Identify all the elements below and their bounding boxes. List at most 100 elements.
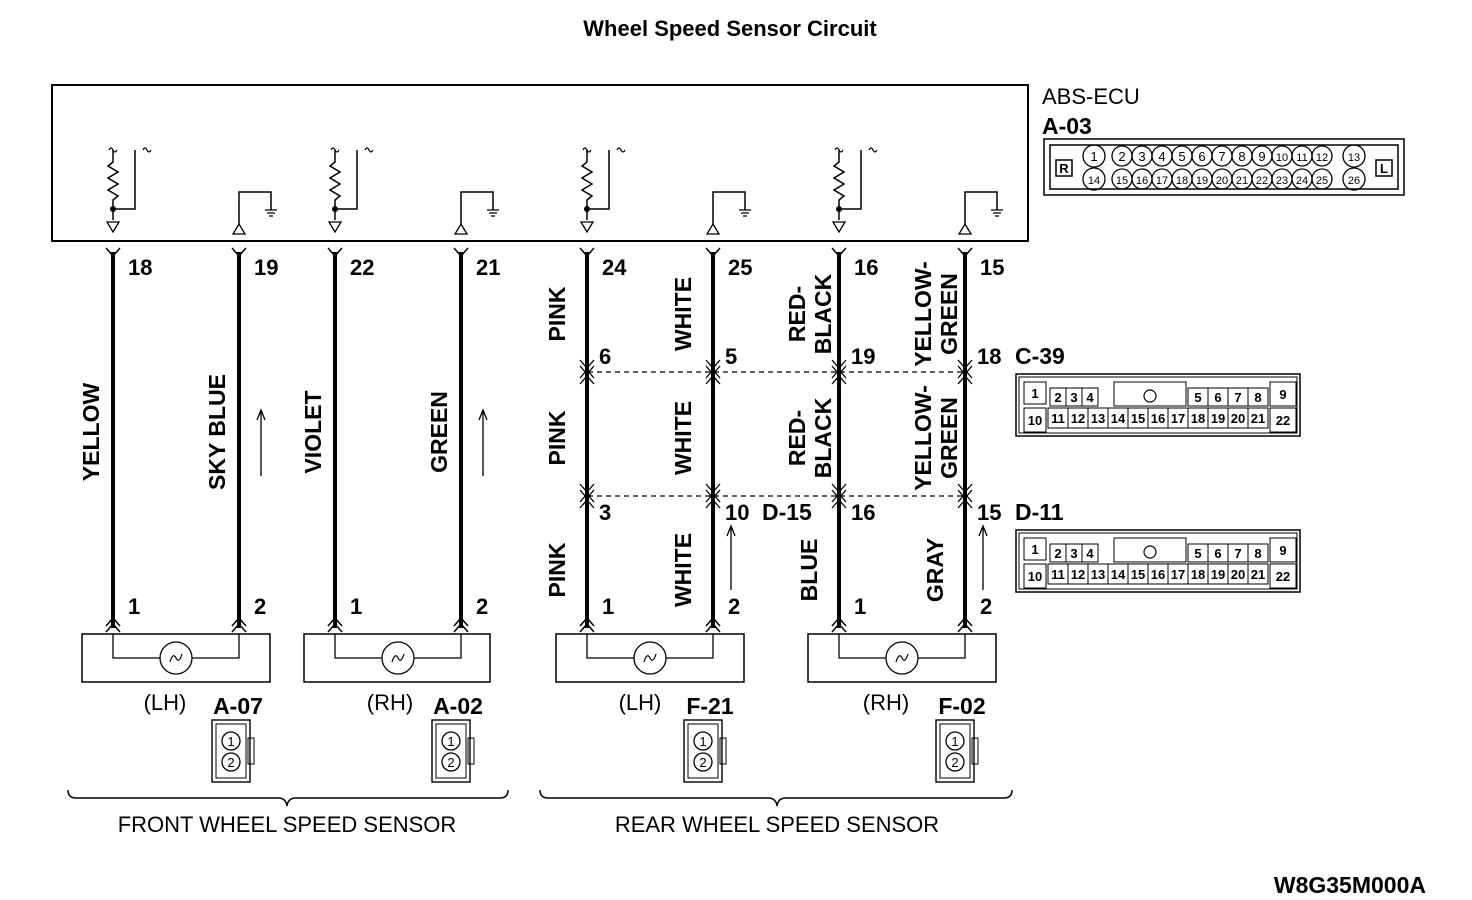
ecu-pin-number: 9 bbox=[1258, 149, 1265, 164]
wire-mid-color-label: WHITE bbox=[670, 401, 696, 475]
signal-direction-arrow bbox=[726, 524, 736, 590]
ecu-pin-number: 13 bbox=[1348, 152, 1360, 164]
ecu-pin-number: 25 bbox=[1316, 175, 1328, 187]
ecu-pin: 17 bbox=[1151, 168, 1173, 190]
connector-pin: 5 bbox=[1194, 546, 1201, 561]
ecu-pin-label: 21 bbox=[476, 255, 500, 280]
connector-pin: 20 bbox=[1231, 411, 1245, 426]
connector-pin: 10 bbox=[1028, 413, 1042, 428]
front-group-brace bbox=[67, 789, 509, 807]
figure-code: W8G35M000A bbox=[1274, 872, 1426, 898]
ecu-pin: 11 bbox=[1291, 145, 1313, 167]
ecu-pin: 16 bbox=[1131, 168, 1153, 190]
ecu-pin-label: 15 bbox=[980, 255, 1004, 280]
connector-pin: 3 bbox=[1070, 390, 1077, 405]
ecu-pin-number: 10 bbox=[1276, 152, 1288, 164]
d-connector-pin-label: 3 bbox=[599, 500, 611, 525]
d-connector-pin-label: 10 bbox=[725, 500, 749, 525]
ecu-pin-number: 26 bbox=[1348, 175, 1360, 187]
connector-pin: 6 bbox=[1214, 546, 1221, 561]
sensor-pin-number: 2 bbox=[951, 755, 958, 770]
sensor-pin-number: 1 bbox=[227, 734, 234, 749]
ecu-pin: 23 bbox=[1271, 168, 1293, 190]
ecu-pin: 10 bbox=[1271, 145, 1293, 167]
wire-mid-color-label: RED- bbox=[784, 410, 810, 466]
ecu-ground-circuit bbox=[231, 191, 277, 235]
sensor-connector-id: F-02 bbox=[938, 693, 985, 719]
connector-pin: 20 bbox=[1231, 567, 1245, 582]
ecu-name: ABS-ECU bbox=[1042, 84, 1140, 109]
connector-d15-label: D-15 bbox=[762, 499, 812, 525]
connector-pin: 15 bbox=[1131, 567, 1145, 582]
ecu-pin-number: 3 bbox=[1138, 149, 1145, 164]
connector-pin: 2 bbox=[1054, 390, 1061, 405]
wire-color-label: PINK bbox=[544, 286, 570, 341]
ecu-pin-label: 24 bbox=[602, 255, 627, 280]
ecu-pin-number: 8 bbox=[1238, 149, 1245, 164]
abs-ecu-box bbox=[51, 84, 1029, 242]
sine-wave-icon bbox=[895, 653, 909, 663]
connector-pin: 19 bbox=[1211, 567, 1225, 582]
d-connector-pin-label: 15 bbox=[977, 500, 1001, 525]
ecu-pin: 15 bbox=[1111, 168, 1133, 190]
ecu-pin-label: 25 bbox=[728, 255, 752, 280]
ecu-pin: 9 bbox=[1251, 145, 1273, 167]
connector-pin: 16 bbox=[1151, 411, 1165, 426]
ecu-pin: 12 bbox=[1311, 145, 1333, 167]
connector-pin: 14 bbox=[1111, 567, 1126, 582]
ecu-pin-number: 7 bbox=[1218, 149, 1225, 164]
connector-pin: 22 bbox=[1276, 413, 1290, 428]
connector-pin: 18 bbox=[1191, 567, 1205, 582]
connector-pin: 1 bbox=[1031, 542, 1038, 557]
ecu-pin-label: 22 bbox=[350, 255, 374, 280]
ecu-pin: 5 bbox=[1171, 145, 1193, 167]
ecu-pin: 1 bbox=[1082, 144, 1106, 168]
ecu-pin-number: 2 bbox=[1118, 149, 1125, 164]
connector-pin: 16 bbox=[1151, 567, 1165, 582]
ecu-pin-number: 20 bbox=[1216, 175, 1228, 187]
ecu-pin: 13 bbox=[1342, 144, 1366, 168]
sine-wave-icon bbox=[169, 653, 183, 663]
wire-mid-color-label: BLACK bbox=[810, 397, 836, 478]
connector-pin: 4 bbox=[1086, 546, 1094, 561]
ecu-pin: 26 bbox=[1342, 167, 1366, 191]
connector-pin: 7 bbox=[1234, 546, 1241, 561]
connector-pin: 5 bbox=[1194, 390, 1201, 405]
ecu-pin-number: 18 bbox=[1176, 175, 1188, 187]
ecu-pin: 7 bbox=[1211, 145, 1233, 167]
ecu-pin-number: 1 bbox=[1090, 149, 1097, 164]
ecu-pin-number: 11 bbox=[1296, 152, 1307, 164]
sensor-pin-label: 1 bbox=[602, 594, 614, 619]
connector-pin: 17 bbox=[1171, 567, 1185, 582]
wire-color-label: VIOLET bbox=[300, 390, 326, 473]
connector-pin: 1 bbox=[1031, 386, 1038, 401]
connector-pin: 4 bbox=[1086, 390, 1094, 405]
c39-pin-label: 5 bbox=[725, 344, 737, 369]
connector-pin: 10 bbox=[1028, 569, 1042, 584]
ecu-pin-number: 5 bbox=[1178, 149, 1185, 164]
c39-pin-label: 6 bbox=[599, 344, 611, 369]
ecu-pullup-circuit bbox=[831, 147, 878, 234]
sensor-pin-number: 2 bbox=[699, 755, 706, 770]
ecu-pin-number: 12 bbox=[1316, 152, 1328, 164]
connector-pin: 8 bbox=[1254, 546, 1261, 561]
connector-pin: 3 bbox=[1070, 546, 1077, 561]
sensor-side-label: (LH) bbox=[144, 690, 187, 715]
ecu-ground-circuit bbox=[705, 191, 751, 235]
ecu-pin-number: 19 bbox=[1196, 175, 1208, 187]
connector-pin: 2 bbox=[1054, 546, 1061, 561]
wire-color-label: GREEN bbox=[426, 391, 452, 473]
d-connector-pin-label: 16 bbox=[851, 500, 875, 525]
connector-pin: 12 bbox=[1071, 411, 1085, 426]
ecu-ground-circuit bbox=[957, 191, 1003, 235]
c39-pin-label: 18 bbox=[977, 344, 1001, 369]
signal-direction-arrow bbox=[978, 524, 988, 590]
